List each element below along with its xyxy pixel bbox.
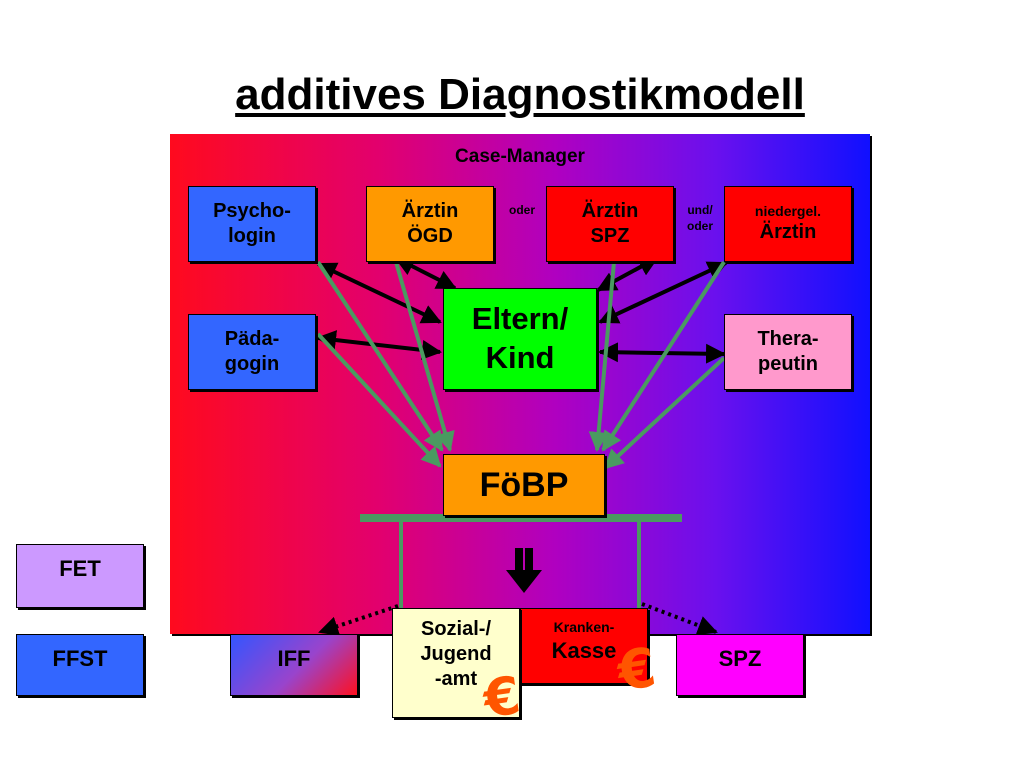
box-sozial-line2: Jugend [420,643,492,665]
box-aerztin-spz-line2: SPZ [590,225,630,247]
box-foebp-label: FöBP [479,465,569,504]
oder-label: oder [508,203,535,217]
box-therapeutin-line1: Thera- [757,328,819,350]
box-aerztin-oegd-line2: ÖGD [407,225,453,247]
box-niedergel-line2: Ärztin [759,221,817,244]
box-psychologin-line2: login [228,225,276,247]
box-paedagogin-line2: gogin [224,353,280,375]
case-manager-label: Case-Manager [455,146,585,167]
box-fet-label: FET [59,556,101,581]
down-arrow-icon [506,548,542,593]
box-psychologin: Psycho- login [188,186,316,262]
box-spz-label: SPZ [718,646,762,671]
box-kranken-line2: Kasse [551,637,617,663]
box-fet: FET [16,544,144,608]
und-oder-line2: oder [686,219,713,234]
box-spz: SPZ [676,634,804,696]
box-aerztin-spz-line1: Ärztin [581,200,639,222]
box-aerztin-oegd: Ärztin ÖGD [366,186,494,262]
box-kranken-line1: Kranken- [553,619,615,635]
box-eltern-kind-line1: Eltern/ [471,301,569,337]
box-niedergel-aerztin: niedergel. Ärztin [724,186,852,262]
box-niedergel-line1: niedergel. [754,202,822,219]
box-psychologin-line1: Psycho- [213,200,291,222]
box-kranken-kasse: Kranken- Kasse [520,608,648,684]
box-aerztin-spz: Ärztin SPZ [546,186,674,262]
box-sozial-line3: -amt [434,668,478,690]
box-therapeutin-line2: peutin [758,353,818,375]
box-aerztin-oegd-line1: Ärztin [401,200,459,222]
box-paedagogin-line1: Päda- [224,328,280,350]
box-iff-label: IFF [277,646,311,671]
box-foebp: FöBP [443,454,605,516]
page-title: additives Diagnostikmodell [235,70,805,119]
box-iff: IFF [230,634,358,696]
box-sozial-line1: Sozial-/ [420,618,491,640]
euro-icon-right: € [613,635,660,704]
und-oder-line1: und/ [687,203,713,217]
box-ffst-label: FFST [52,646,108,671]
box-ffst: FFST [16,634,144,696]
und-oder-label: und/ oder [678,202,722,234]
box-sozial-jugendamt: Sozial-/ Jugend -amt [392,608,520,718]
box-eltern-kind: Eltern/ Kind [443,288,597,390]
box-paedagogin: Päda- gogin [188,314,316,390]
box-therapeutin: Thera- peutin [724,314,852,390]
box-eltern-kind-line2: Kind [485,340,555,375]
